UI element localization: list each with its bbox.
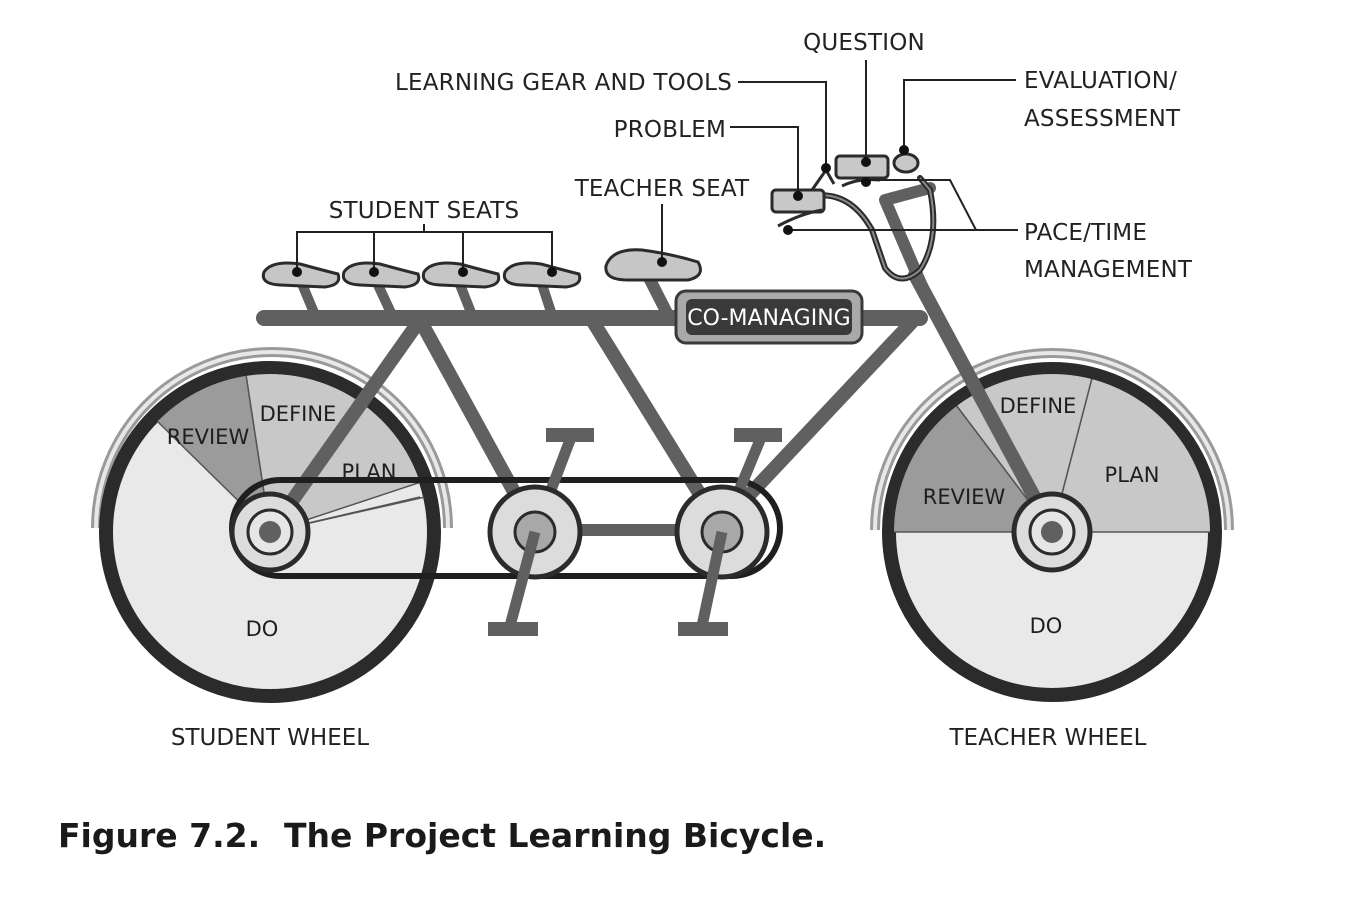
figure-number: Figure 7.2. — [58, 816, 261, 855]
problem-device — [770, 188, 826, 228]
teacher-define-label: DEFINE — [1000, 394, 1077, 418]
student-seat — [261, 261, 341, 289]
teacher-do-label: DO — [1030, 614, 1063, 638]
co-managing-label: CO-MANAGING — [687, 306, 850, 331]
figure-caption: Figure 7.2. The Project Learning Bicycle. — [58, 816, 826, 855]
rear-crank-set — [487, 428, 594, 636]
teacher-wheel-label: TEACHER WHEEL — [948, 725, 1146, 751]
callout-leader-lines — [296, 60, 1018, 270]
student-seats-label: STUDENT SEATS — [329, 198, 520, 224]
teacher-review-label: REVIEW — [923, 485, 1006, 509]
question-device — [834, 154, 890, 180]
evaluation-label-line1: EVALUATION/ — [1024, 68, 1177, 94]
front-crank-set — [674, 428, 782, 636]
student-wheel-hub — [229, 491, 311, 573]
student-wheel-label: STUDENT WHEEL — [171, 725, 369, 751]
learning-gear-device — [810, 167, 836, 191]
student-do-label: DO — [246, 617, 279, 641]
question-label: QUESTION — [803, 30, 925, 56]
teacher-seat — [604, 248, 702, 282]
co-managing-badge: CO-MANAGING — [674, 289, 864, 345]
student-seat — [502, 261, 582, 289]
evaluation-label-line2: ASSESSMENT — [1024, 106, 1181, 132]
pace-time-label-line1: PACE/TIME — [1024, 220, 1147, 246]
student-define-label: DEFINE — [260, 402, 337, 426]
callout-dots — [292, 145, 909, 277]
teacher-wheel-hub — [1011, 491, 1093, 573]
student-review-label: REVIEW — [167, 425, 250, 449]
student-plan-label: PLAN — [342, 460, 397, 484]
teacher-wheel — [870, 348, 1234, 702]
problem-label: PROBLEM — [614, 117, 726, 143]
teacher-seat-label: TEACHER SEAT — [574, 176, 750, 202]
figure-title: The Project Learning Bicycle. — [284, 816, 827, 855]
pace-time-label-line2: MANAGEMENT — [1024, 257, 1193, 283]
student-seats — [261, 261, 582, 289]
learning-gear-label: LEARNING GEAR AND TOOLS — [395, 70, 732, 96]
student-seat — [341, 261, 421, 289]
teacher-plan-label: PLAN — [1105, 463, 1160, 487]
